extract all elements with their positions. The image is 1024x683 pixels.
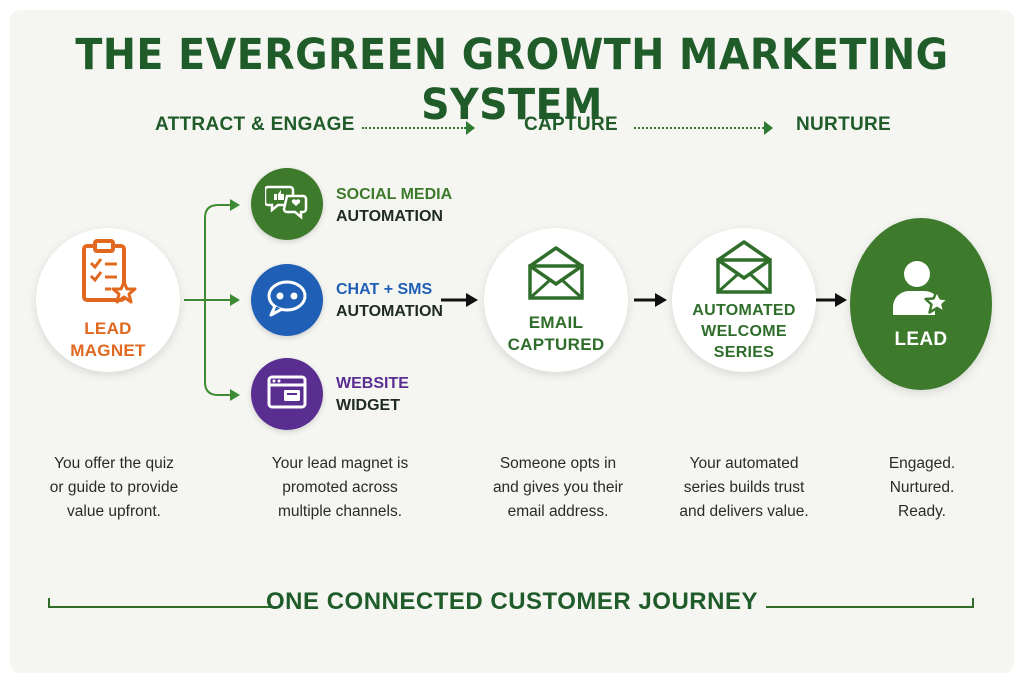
description-line: Ready. <box>898 503 946 520</box>
footer-line-left <box>48 606 276 608</box>
capture-description: Someone opts in and gives you their emai… <box>466 452 650 524</box>
lead-magnet-label-line2: MAGNET <box>70 341 146 360</box>
chat-sms-label-line1: CHAT + SMS <box>336 281 433 298</box>
stage-nurture: NURTURE <box>796 114 891 135</box>
website-widget-label-line1: WEBSITE <box>336 375 409 392</box>
envelope-icon <box>712 238 776 294</box>
clipboard-checklist-star-icon <box>78 238 138 310</box>
lead-magnet-description: You offer the quiz or guide to provide v… <box>26 452 202 524</box>
stage-connector-2 <box>634 127 764 129</box>
lead-magnet-label-line1: LEAD <box>84 319 132 338</box>
stage-capture: CAPTURE <box>524 114 618 135</box>
stage-connector-1 <box>362 127 466 129</box>
description-line: You offer the quiz <box>54 455 174 472</box>
footer-bracket-right <box>972 598 974 608</box>
chat-sms-label-line2: AUTOMATION <box>336 303 443 320</box>
lead-magnet-node: LEAD MAGNET <box>36 228 180 372</box>
chat-sms-node <box>251 264 323 336</box>
channels-description: Your lead magnet is promoted across mult… <box>240 452 440 524</box>
welcome-series-label-line2: WELCOME <box>701 322 787 340</box>
lead-description: Engaged. Nurtured. Ready. <box>840 452 1004 524</box>
envelope-icon <box>524 244 588 300</box>
description-line: Nurtured. <box>889 479 955 496</box>
description-line: and gives you their <box>492 479 624 496</box>
email-captured-label-line1: EMAIL <box>528 313 584 332</box>
description-line: series builds trust <box>683 479 805 496</box>
description-line: Your lead magnet is <box>271 455 409 472</box>
lead-node: LEAD <box>850 218 992 390</box>
email-captured-node: EMAIL CAPTURED <box>484 228 628 372</box>
welcome-series-node: AUTOMATED WELCOME SERIES <box>672 228 816 372</box>
welcome-series-label-line1: AUTOMATED <box>692 301 796 319</box>
footer-line-right <box>766 606 974 608</box>
social-media-node <box>251 168 323 240</box>
stage-arrow-head-1 <box>466 121 475 135</box>
stage-attract-engage: ATTRACT & ENGAGE <box>155 114 355 135</box>
footer-title: ONE CONNECTED CUSTOMER JOURNEY <box>266 588 758 615</box>
website-widget-label-line2: WIDGET <box>336 397 400 414</box>
welcome-series-label-line3: SERIES <box>713 343 775 361</box>
social-media-label-line1: SOCIAL MEDIA <box>336 186 453 203</box>
user-star-icon <box>889 257 953 319</box>
email-captured-label-line2: CAPTURED <box>507 335 605 354</box>
social-media-label-line2: AUTOMATION <box>336 208 443 225</box>
description-line: Your automated <box>689 455 799 472</box>
browser-window-icon <box>266 373 308 416</box>
description-line: Engaged. <box>888 455 956 472</box>
website-widget-label: WEBSITE WIDGET <box>336 373 409 417</box>
description-line: Someone opts in <box>499 455 617 472</box>
description-line: or guide to provide <box>49 479 179 496</box>
chat-bubble-icon <box>265 278 309 323</box>
nurture-description: Your automated series builds trust and d… <box>652 452 836 524</box>
stage-arrow-head-2 <box>764 121 773 135</box>
description-line: multiple channels. <box>277 503 403 520</box>
page-title: THE EVERGREEN GROWTH MARKETING SYSTEM <box>75 30 949 130</box>
description-line: and delivers value. <box>679 503 809 520</box>
description-line: promoted across <box>282 479 398 496</box>
social-chat-bubbles-icon <box>263 182 309 227</box>
description-line: value upfront. <box>67 503 161 520</box>
social-media-label: SOCIAL MEDIA AUTOMATION <box>336 184 452 228</box>
lead-label: LEAD <box>894 329 948 350</box>
chat-sms-label: CHAT + SMS AUTOMATION <box>336 279 443 323</box>
footer-bracket-left <box>48 598 50 608</box>
description-line: email address. <box>507 503 609 520</box>
website-widget-node <box>251 358 323 430</box>
